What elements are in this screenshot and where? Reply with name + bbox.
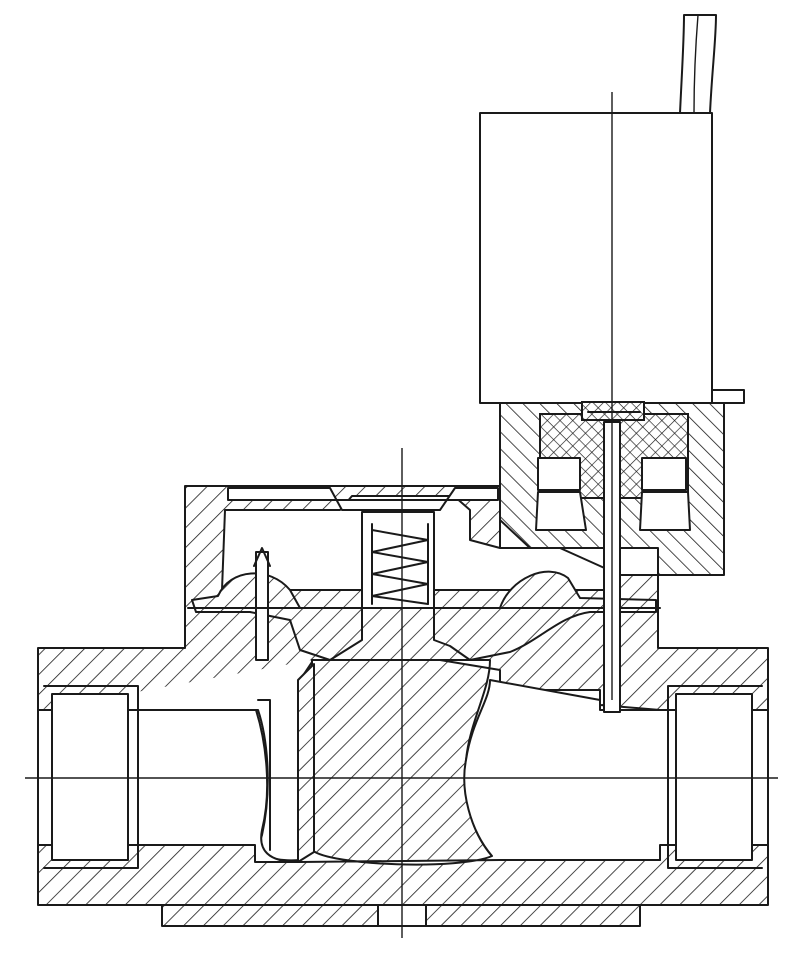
coil-bobbin-right <box>639 491 691 531</box>
right-port-thread <box>667 685 763 869</box>
diaphragm <box>191 572 363 661</box>
coil-housing-tab <box>711 389 745 404</box>
left-port-inner <box>51 693 129 861</box>
left-port-thread <box>43 685 139 869</box>
bonnet-assembly <box>187 487 661 661</box>
coil-housing <box>479 112 713 404</box>
spring <box>361 511 435 609</box>
central-column <box>297 663 315 863</box>
lead-wire-core <box>693 14 699 114</box>
pilot-channel <box>257 699 271 851</box>
diaphragm-right <box>433 570 657 661</box>
right-port-inner <box>675 693 753 861</box>
lead-wire <box>679 14 717 114</box>
coil-windings-left <box>537 457 581 491</box>
coil-bobbin-left <box>535 491 587 531</box>
center-lines <box>25 92 778 938</box>
bleed-pin <box>253 547 271 661</box>
coil-windings-right <box>641 457 687 491</box>
passage-main <box>37 661 769 866</box>
upper-cavity <box>227 487 499 511</box>
